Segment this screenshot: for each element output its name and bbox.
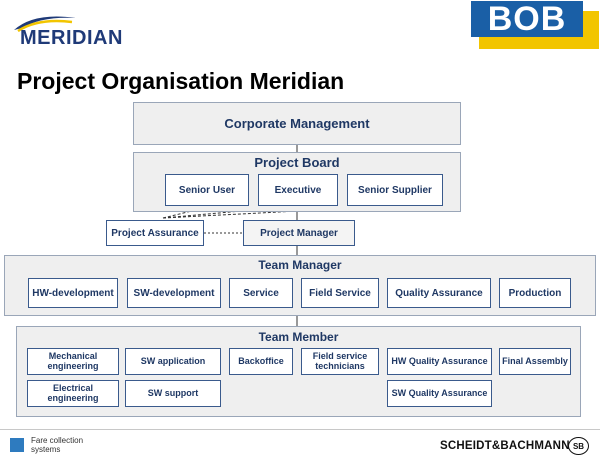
footer-text-line1: Fare collection (31, 436, 84, 445)
project-manager: Project Manager (243, 220, 355, 246)
bob-badge-text: BOB (471, 0, 583, 38)
team-member-sw-application: SW application (125, 348, 221, 375)
footer-divider (0, 429, 600, 430)
project-assurance: Project Assurance (106, 220, 204, 246)
sb-mark-icon: SB (568, 437, 589, 455)
team-member-sw-quality-assurance: SW Quality Assurance (387, 380, 492, 407)
team-manager-quality-assurance: Quality Assurance (387, 278, 491, 308)
meridian-swoosh-icon (14, 16, 76, 32)
footer-square-icon (10, 438, 24, 452)
team-member-title: Team Member (258, 330, 339, 344)
board-senior-supplier: Senior Supplier (347, 174, 443, 206)
assurance-dashed-senior-supplier (162, 205, 396, 219)
project-board-title: Project Board (254, 155, 340, 170)
meridian-logo-text: MERIDIAN (20, 27, 123, 49)
corporate-management-panel: Corporate Management (133, 102, 461, 145)
team-member-electrical-engineering: Electrical engineering (27, 380, 119, 407)
bob-badge: BOB (471, 0, 599, 49)
team-member-final-assembly: Final Assembly (499, 348, 571, 375)
scheidt-bachmann-logo: SCHEIDT&BACHMANN (440, 440, 570, 452)
team-manager-production: Production (499, 278, 571, 308)
team-manager-title: Team Manager (258, 258, 342, 272)
team-member-mechanical-engineering: Mechanical engineering (27, 348, 119, 375)
team-manager-field-service: Field Service (301, 278, 379, 308)
board-senior-user: Senior User (165, 174, 249, 206)
team-manager-hw-development: HW-development (28, 278, 118, 308)
team-member-sw-support: SW support (125, 380, 221, 407)
team-member-backoffice: Backoffice (229, 348, 293, 375)
team-member-field-service-technicians: Field service technicians (301, 348, 379, 375)
team-manager-service: Service (229, 278, 293, 308)
footer-text: Fare collection systems (31, 436, 83, 454)
team-member-hw-quality-assurance: HW Quality Assurance (387, 348, 492, 375)
footer-text-line2: systems (31, 445, 61, 455)
page-title: Project Organisation Meridian (17, 68, 345, 94)
corporate-management-label: Corporate Management (224, 116, 370, 131)
board-executive: Executive (258, 174, 338, 206)
team-manager-sw-development: SW-development (127, 278, 221, 308)
